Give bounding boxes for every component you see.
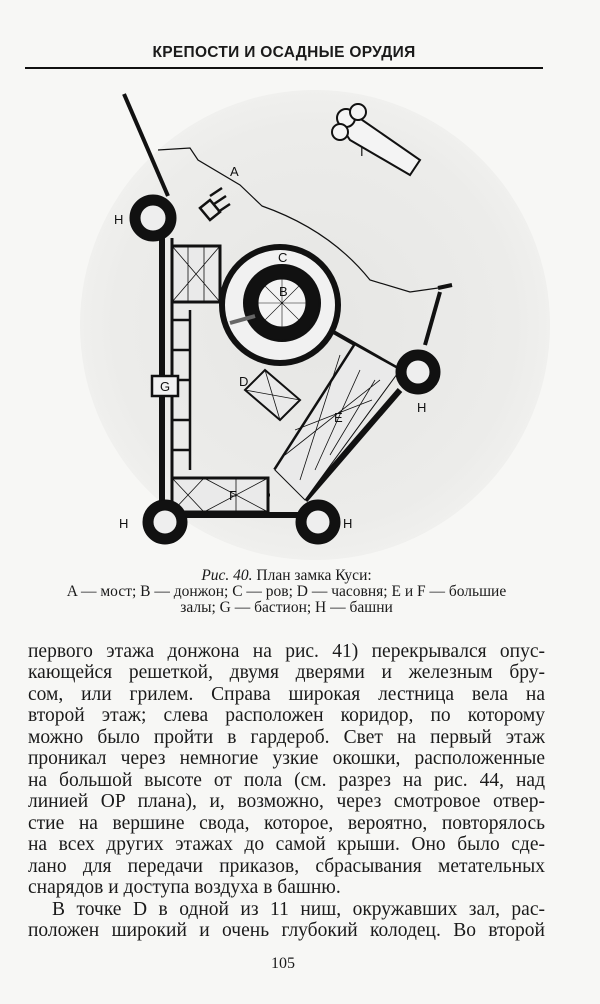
figure-caption-line: A — мост; B — донжон; C — ров; D — часов… bbox=[66, 583, 507, 600]
text-line: сом, или грилем. Справа широкая лестница… bbox=[28, 684, 545, 705]
figure-caption-title: Рис. 40. План замка Куси: bbox=[28, 568, 545, 584]
southeast-wall bbox=[302, 388, 403, 502]
label-h-southwest: H bbox=[119, 516, 128, 531]
text-line: можно было пройти в гардероб. Свет на пе… bbox=[28, 727, 545, 748]
label-c: C bbox=[278, 250, 287, 265]
figure-caption-line: залы; G — бастион; H — башни bbox=[180, 599, 393, 616]
text-line: первого этажа донжона на рис. 41) перекр… bbox=[28, 641, 545, 662]
tower-east bbox=[395, 349, 441, 395]
running-header: КРЕПОСТИ И ОСАДНЫЕ ОРУДИЯ bbox=[152, 44, 416, 61]
label-g: G bbox=[160, 379, 170, 394]
label-h-southeast: H bbox=[343, 516, 352, 531]
text-line: положен широкий и очень глубокий колодец… bbox=[28, 920, 545, 941]
text-line: В точке D в одной из 11 ниш, окружавших … bbox=[52, 899, 545, 920]
towers bbox=[129, 194, 441, 545]
label-b: B bbox=[279, 284, 288, 299]
header-rule bbox=[25, 67, 543, 69]
tower-southeast bbox=[295, 499, 341, 545]
text-line: снарядов и доступа воздуха в башню. bbox=[28, 877, 341, 898]
label-f: F bbox=[229, 488, 237, 503]
text-line: кающейся решеткой, двумя дверями и желез… bbox=[28, 662, 545, 683]
label-h-east: H bbox=[417, 400, 426, 415]
text-line: стие на вершине свода, которое, вероятно… bbox=[28, 813, 545, 834]
label-d: D bbox=[239, 374, 248, 389]
tower-northwest bbox=[129, 194, 177, 242]
text-line: лано для передачи приказов, сбрасывания … bbox=[28, 856, 545, 877]
label-h-northwest: H bbox=[114, 212, 123, 227]
hall-f bbox=[170, 476, 270, 514]
text-line: на всех других этажах до самой крыши. Он… bbox=[28, 834, 545, 855]
curtain-wall-east bbox=[437, 283, 453, 290]
label-e: E bbox=[334, 410, 343, 425]
figure-number: Рис. 40. bbox=[201, 567, 253, 584]
bastion-g bbox=[150, 374, 180, 398]
label-a: A bbox=[230, 164, 239, 179]
caption-title: План замка Куси: bbox=[256, 567, 372, 584]
tower-southwest bbox=[142, 499, 188, 545]
page-number: 105 bbox=[271, 955, 295, 972]
castle-plan-figure: A B C D E F G H H H H I bbox=[114, 93, 453, 545]
label-i: I bbox=[360, 144, 364, 159]
text-line: линией OP плана), и, возможно, через смо… bbox=[28, 791, 545, 812]
moat-edge bbox=[157, 147, 439, 293]
curtain-wall-north bbox=[122, 93, 170, 197]
text-line: второй этаж; слева расположен коридор, п… bbox=[28, 705, 545, 726]
text-line: проникал через немногие узкие окошки, ра… bbox=[28, 748, 545, 769]
bridge-a bbox=[198, 186, 231, 222]
text-line: на большой высоте от пола (см. разрез на… bbox=[28, 770, 545, 791]
